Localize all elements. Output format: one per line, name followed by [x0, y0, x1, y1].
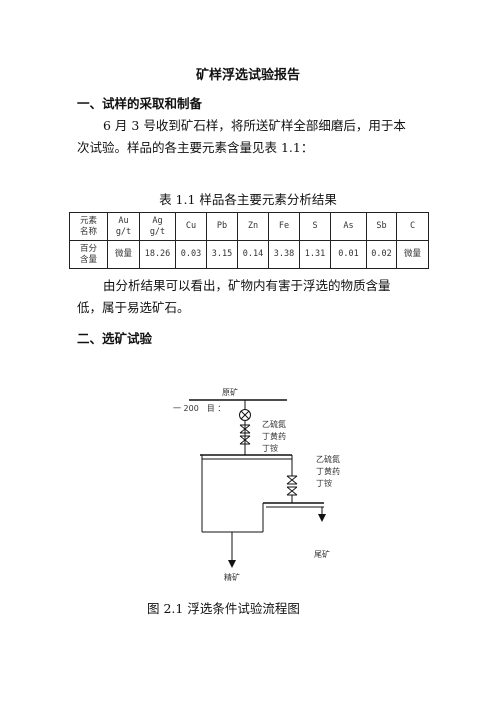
table-caption: 表 1.1 样品各主要元素分析结果 [159, 192, 337, 207]
table-value-row: 百分 含量 微量 18.26 0.03 3.15 0.14 3.38 1.31 … [69, 240, 429, 269]
value-cell-pb: 3.15 [206, 240, 238, 269]
header-label-line-1: 元素 [79, 215, 97, 226]
header-label-line-2: 名称 [79, 226, 97, 237]
header-cell-cu: Cu [175, 212, 207, 241]
reagent-1-line-2: 丁黄药 [262, 431, 286, 441]
header-cell-s: S [299, 212, 331, 241]
grind-label: 一 200 目 ： [173, 404, 225, 413]
header-label-cell: 元素 名称 [69, 212, 108, 241]
value-cell-cu: 0.03 [175, 240, 207, 269]
row-label-line-1: 百分 [79, 243, 97, 254]
raw-ore-label: 原矿 [222, 387, 238, 397]
element-name: Au [118, 215, 129, 226]
value-cell-s: 1.31 [299, 240, 331, 269]
grinding-icon [239, 409, 251, 421]
element-name: Ag [152, 215, 163, 226]
value-cell-ag: 18.26 [139, 240, 176, 269]
concentrate-arrow-icon [228, 560, 236, 568]
row-label-line-2: 含量 [79, 254, 97, 265]
reagent-addition-icon [239, 424, 251, 445]
value-cell-zn: 0.14 [237, 240, 269, 269]
value-cell-c: 微量 [396, 240, 429, 269]
element-unit: g/t [149, 226, 166, 237]
header-cell-c: C [396, 212, 429, 241]
figure-caption: 图 2.1 浮选条件试验流程图 [147, 601, 300, 616]
value-cell-fe: 3.38 [268, 240, 300, 269]
section-1-heading: 一、试样的采取和制备 [77, 96, 203, 111]
reagent-2-line-2: 丁黄药 [316, 466, 340, 476]
reagent-2-line-3: 丁铵 [316, 478, 332, 488]
intro-line-1: 6 月 3 号收到矿石样，将所送矿样全部细磨后，用于本 [103, 118, 406, 133]
reagent-1-line-3: 丁铵 [262, 443, 278, 453]
reagent-2-line-1: 乙硫氮 [316, 454, 340, 464]
conclusion-line-2: 低，属于易选矿石。 [77, 300, 190, 315]
element-unit: g/t [115, 226, 132, 237]
value-cell-as: 0.01 [330, 240, 367, 269]
reagent-addition-icon-2 [286, 475, 298, 496]
intro-line-2: 次试验。样品的各主要元素含量见表 1.1： [77, 140, 314, 155]
concentrate-label: 精矿 [224, 572, 240, 582]
reagent-1-line-1: 乙硫氮 [262, 419, 286, 429]
section-2-heading: 二、选矿试验 [77, 331, 153, 346]
conclusion-line-1: 由分析结果可以看出，矿物内有害于浮选的物质含量 [103, 278, 391, 293]
tailings-label: 尾矿 [314, 549, 330, 559]
tailings-arrow-icon [318, 514, 326, 522]
report-title: 矿样浮选试验报告 [195, 68, 300, 83]
value-cell-sb: 0.02 [366, 240, 397, 269]
